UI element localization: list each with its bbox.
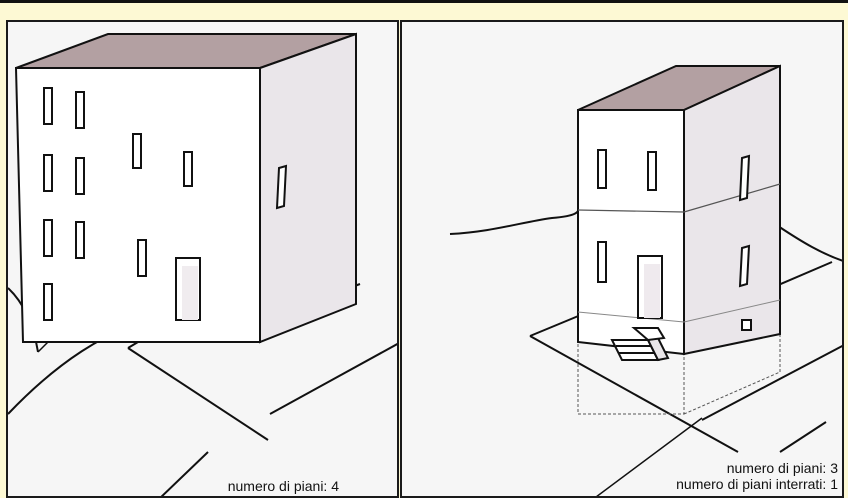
window	[133, 134, 141, 168]
path-line	[158, 452, 208, 498]
basement-outline	[684, 372, 780, 414]
floor-count-caption: numero di piani: 3 numero di piani inter…	[676, 460, 838, 492]
path-line	[780, 422, 826, 452]
building-illustration-right	[402, 22, 844, 498]
window	[44, 284, 52, 320]
building-illustration-left	[8, 22, 399, 498]
window	[76, 92, 84, 128]
window	[44, 88, 52, 124]
window	[184, 152, 192, 186]
window	[44, 155, 52, 191]
path-line	[128, 348, 268, 440]
window	[740, 246, 749, 286]
ground-line	[778, 226, 844, 262]
window	[598, 242, 606, 282]
window	[598, 150, 606, 188]
window	[44, 220, 52, 256]
window	[76, 222, 84, 258]
door-recess	[182, 266, 198, 320]
panel-above-ground-building: numero di piani: 4	[6, 20, 399, 498]
window	[138, 240, 146, 276]
caption-line: numero di piani: 3	[676, 460, 838, 476]
floor-count-caption: numero di piani: 4	[228, 478, 339, 494]
path-line	[270, 342, 399, 414]
caption-line: numero di piani interrati: 1	[676, 476, 838, 492]
window	[648, 152, 656, 190]
panel-building-with-basement: numero di piani: 3 numero di piani inter…	[400, 20, 844, 498]
window	[277, 166, 286, 208]
window	[740, 156, 749, 200]
path-line	[702, 344, 844, 420]
caption-line: numero di piani: 4	[228, 478, 339, 494]
side-wall	[260, 34, 356, 342]
window	[76, 158, 84, 194]
basement-window	[742, 320, 751, 330]
door-recess	[644, 264, 660, 318]
ground-line	[450, 206, 579, 234]
